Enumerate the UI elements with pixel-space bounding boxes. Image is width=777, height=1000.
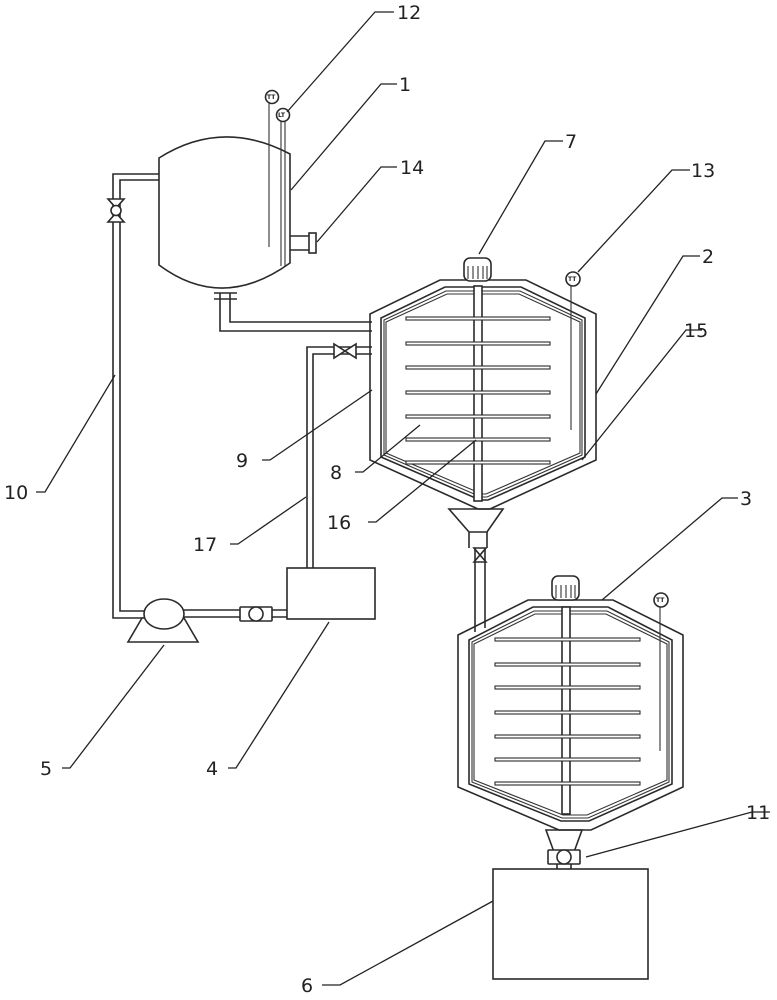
label-10: 10 [4, 482, 28, 504]
level-transmitter-icon [275, 107, 291, 123]
gate-valve-icon [333, 342, 357, 360]
receiving-tank-6 [492, 868, 649, 980]
label-11: 11 [746, 802, 770, 824]
stirring-blade [494, 685, 641, 690]
stirring-blade [405, 460, 551, 465]
label-6: 6 [301, 975, 313, 997]
pump-icon [143, 598, 185, 630]
discharge-valve-icon [547, 849, 581, 865]
ball-valve-icon [239, 606, 273, 622]
tt-tag: TT [568, 276, 577, 283]
label-4: 4 [206, 758, 218, 780]
stirring-blade [494, 637, 641, 642]
temperature-transmitter-icon [565, 271, 581, 287]
label-13: 13 [691, 160, 715, 182]
stirring-blade [494, 757, 641, 762]
reactor-2: TT [369, 257, 597, 548]
gate-valve-icon [472, 547, 488, 563]
inlet-flange-icon [308, 232, 317, 254]
tank-1: TT LT [158, 89, 317, 300]
label-7: 7 [565, 131, 577, 153]
stirring-blade [405, 414, 551, 419]
tt-tag: TT [267, 94, 276, 101]
stirring-blade [494, 710, 641, 715]
label-17: 17 [193, 534, 217, 556]
stirring-blade [494, 734, 641, 739]
stirring-blade [405, 390, 551, 395]
lt-tag: LT [278, 112, 286, 119]
label-1: 1 [399, 74, 411, 96]
label-5: 5 [40, 758, 52, 780]
stirring-blade [494, 662, 641, 667]
stirring-blade [494, 781, 641, 786]
leader-lines [36, 11, 770, 986]
heating-tank-4 [286, 567, 376, 620]
stirring-blade [405, 341, 551, 346]
label-12: 12 [397, 2, 421, 24]
tt-tag: TT [656, 597, 665, 604]
stirring-blade [405, 437, 551, 442]
temperature-transmitter-icon [264, 89, 280, 105]
label-16: 16 [327, 512, 351, 534]
reactor-3: TT [457, 575, 684, 869]
label-8: 8 [330, 462, 342, 484]
label-3: 3 [740, 488, 752, 510]
label-2: 2 [702, 246, 714, 268]
valve-icon [106, 198, 126, 223]
label-15: 15 [684, 320, 708, 342]
pump-5 [126, 598, 200, 643]
stirring-blade [405, 316, 551, 321]
label-9: 9 [236, 450, 248, 472]
temperature-transmitter-icon [653, 592, 669, 608]
stirring-blade [405, 365, 551, 370]
label-14: 14 [400, 157, 424, 179]
